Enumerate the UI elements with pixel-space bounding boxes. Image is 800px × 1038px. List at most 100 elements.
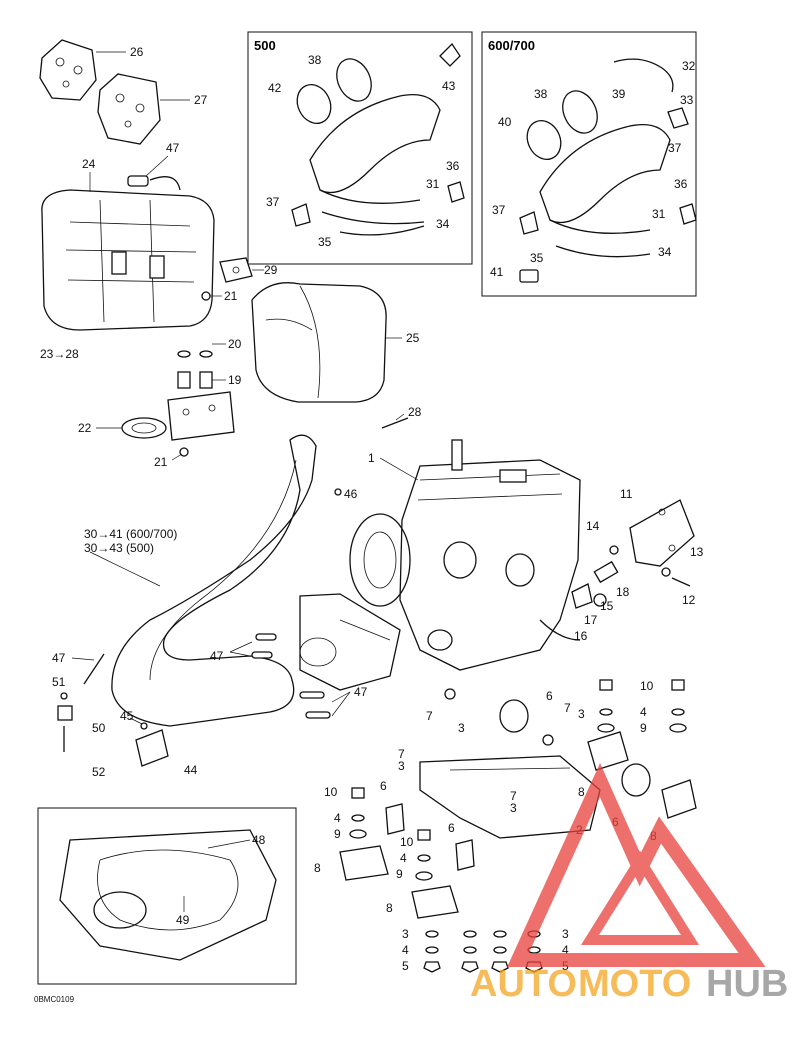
callout-42: 42	[268, 81, 282, 95]
callout-38-500: 38	[308, 53, 322, 67]
callout-49: 49	[176, 913, 190, 927]
bolts-10-right	[597, 679, 687, 733]
callout-30-43: 30→43 (500)	[84, 541, 154, 555]
bracket-50-52	[57, 692, 73, 752]
callout-46: 46	[344, 487, 358, 501]
callout-52: 52	[92, 765, 106, 779]
callout-47-left: 47	[52, 651, 66, 665]
callout-7-top: 7	[564, 701, 571, 715]
callout-50: 50	[92, 721, 106, 735]
callout-9-left: 9	[334, 827, 341, 841]
callout-6-mid: 6	[448, 821, 455, 835]
callout-16: 16	[574, 629, 588, 643]
callout-24: 24	[82, 157, 96, 171]
mounts-8-left	[339, 787, 475, 919]
callout-44: 44	[184, 763, 198, 777]
callout-3-top: 3	[578, 707, 585, 721]
callout-35-600: 35	[530, 251, 544, 265]
callout-32: 32	[682, 59, 696, 73]
callout-37-500: 37	[266, 195, 280, 209]
oil-pump-parts-14-18	[571, 545, 619, 609]
callout-37-600-right: 37	[668, 141, 682, 155]
callout-5-bottom: 5	[402, 959, 409, 973]
stud-20-19-stack	[167, 343, 235, 461]
callout-37-600: 37	[492, 203, 506, 217]
callout-4-bottom: 4	[402, 943, 409, 957]
callout-48: 48	[252, 833, 266, 847]
callout-26: 26	[130, 45, 144, 59]
callout-7-low: 7	[510, 789, 517, 803]
callout-7-mid: 7	[398, 747, 405, 761]
gasket-27	[97, 73, 190, 145]
label-variant-600-700: 600/700	[488, 38, 535, 53]
callout-51: 51	[52, 675, 66, 689]
figure-code: 0BMC0109	[34, 995, 75, 1004]
callout-25: 25	[406, 331, 420, 345]
callout-11: 11	[620, 487, 633, 501]
callout-8-mid-low: 8	[386, 901, 393, 915]
box-500	[247, 31, 473, 265]
callout-3-bottom: 3	[402, 927, 409, 941]
callout-21-bottom: 21	[154, 455, 168, 469]
watermark-moto: MOTO	[578, 963, 691, 1005]
nut-21-top	[201, 291, 222, 301]
muffler-24	[41, 172, 215, 331]
box-600-700	[481, 31, 697, 297]
probe-28	[381, 413, 409, 429]
cover-plate-11	[629, 499, 695, 587]
watermark-hub: HUB	[706, 963, 788, 1005]
callout-19: 19	[228, 373, 242, 387]
engine-plate-2	[419, 688, 697, 839]
manifold	[299, 593, 401, 691]
callout-35-500: 35	[318, 235, 332, 249]
callout-3-mid: 3	[398, 759, 405, 773]
callout-45: 45	[120, 709, 134, 723]
callout-14: 14	[586, 519, 600, 533]
callout-7-left: 7	[426, 709, 433, 723]
callout-27: 27	[194, 93, 208, 107]
callout-29: 29	[264, 263, 278, 277]
callout-10-mid: 10	[400, 835, 414, 849]
callout-4-bottom-right: 4	[562, 943, 569, 957]
callout-43: 43	[442, 79, 456, 93]
callout-47-mid: 47	[210, 649, 224, 663]
callout-1: 1	[368, 451, 375, 465]
callout-12: 12	[682, 593, 696, 607]
exhaust-pipe-30	[89, 434, 342, 727]
callout-21-top: 21	[224, 289, 238, 303]
callout-8-left: 8	[314, 861, 321, 875]
callout-18: 18	[616, 585, 630, 599]
callout-9-right: 9	[640, 721, 647, 735]
callout-20: 20	[228, 337, 242, 351]
watermark-logo: AUTO MOTO HUB	[470, 762, 788, 1005]
callout-6-left: 6	[380, 779, 387, 793]
bracket-44-45	[129, 717, 169, 767]
callout-10-left: 10	[324, 785, 338, 799]
springs-47	[229, 633, 351, 719]
callout-36-600: 36	[674, 177, 688, 191]
gasket-26	[39, 39, 126, 101]
watermark-auto: AUTO	[470, 963, 577, 1005]
heat-shield-25	[251, 282, 402, 403]
callout-36-500: 36	[446, 159, 460, 173]
callout-34-500: 34	[436, 217, 450, 231]
callout-39: 39	[612, 87, 626, 101]
callout-15: 15	[600, 599, 614, 613]
callout-3-left: 3	[458, 721, 465, 735]
callout-17: 17	[584, 613, 598, 627]
heat-cover-box	[37, 807, 297, 985]
springs-47-left	[71, 653, 105, 685]
callout-34-600: 34	[658, 245, 672, 259]
callout-33: 33	[680, 93, 694, 107]
clamp-47-top	[127, 155, 181, 191]
callout-4-right: 4	[640, 705, 647, 719]
callout-10-right: 10	[640, 679, 654, 693]
callout-6-top: 6	[546, 689, 553, 703]
callout-38-600: 38	[534, 87, 548, 101]
callout-22: 22	[78, 421, 92, 435]
callout-13: 13	[690, 545, 704, 559]
callout-28: 28	[408, 405, 422, 419]
engine-1	[349, 439, 581, 671]
callout-40: 40	[498, 115, 512, 129]
